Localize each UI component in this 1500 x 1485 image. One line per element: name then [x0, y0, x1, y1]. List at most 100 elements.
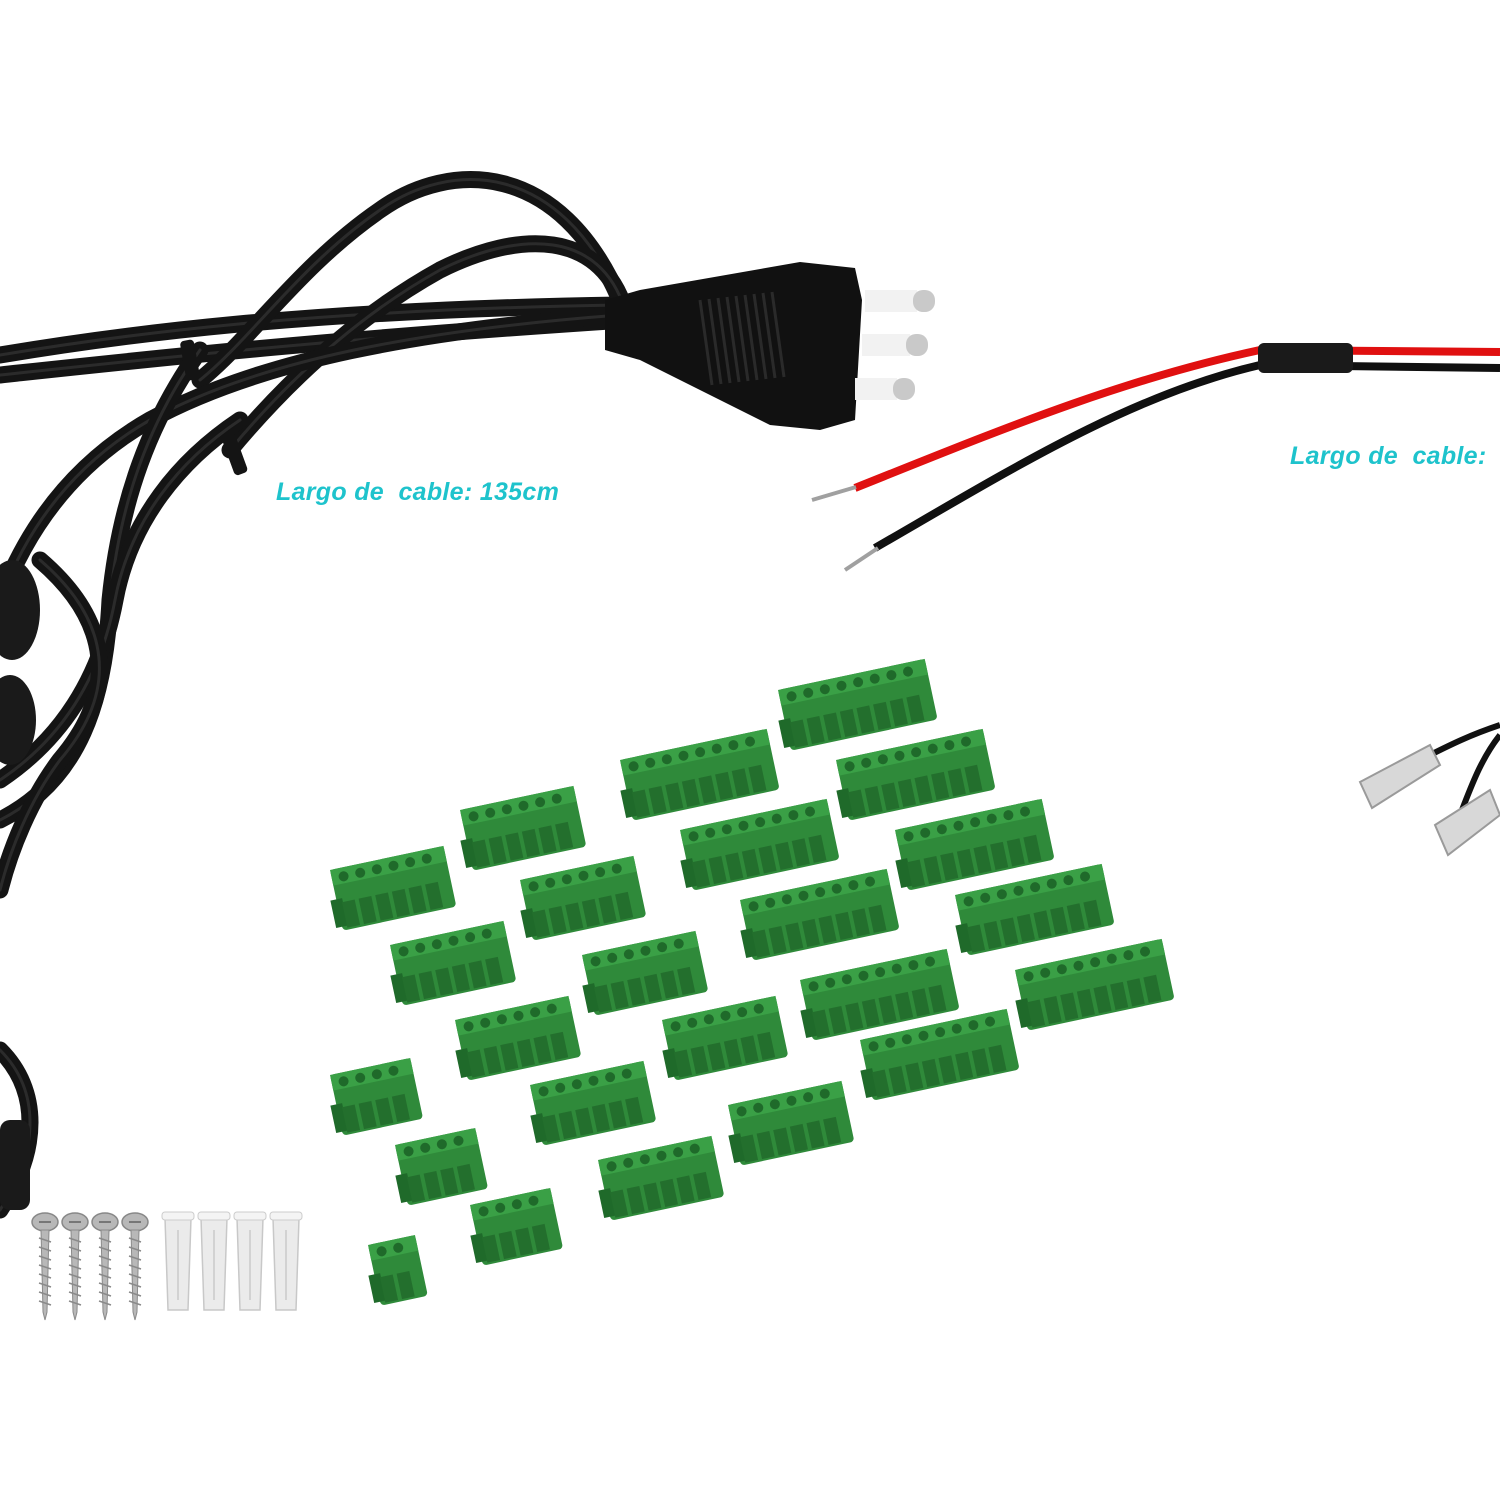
terminal-wire-entry [598, 895, 617, 924]
terminal-screw-hole [1106, 953, 1117, 964]
terminal-screw-hole [951, 1023, 962, 1034]
green-terminal-block-icon [1015, 938, 1174, 1030]
terminal-screw-hole [805, 806, 816, 817]
terminal-screw-hole [496, 1014, 507, 1025]
terminal-screw-hole [786, 691, 797, 702]
terminal-screw-hole [628, 761, 639, 772]
terminal-wire-entry [558, 1110, 577, 1140]
terminal-wire-entry [375, 892, 394, 921]
green-terminal-block-icon [460, 785, 586, 870]
terminal-wire-entry [1016, 913, 1035, 943]
cable-clip-left [0, 560, 40, 660]
terminal-wire-entry [715, 771, 734, 800]
terminal-wire-entry [500, 1042, 519, 1071]
terminal-screw-hole [453, 1135, 464, 1146]
terminal-wire-entry [973, 845, 992, 874]
terminal-wire-entry [485, 956, 504, 985]
terminal-screw-hole [535, 797, 546, 808]
terminal-screw-hole [953, 820, 964, 831]
terminal-wire-entry [341, 899, 361, 928]
wire-strip-black [843, 546, 880, 572]
terminal-wire-entry [456, 1163, 475, 1193]
plug-grip-5 [743, 294, 759, 381]
terminal-screw-hole [398, 946, 409, 957]
terminal-wire-entry [631, 789, 651, 818]
terminal-screw-hole [639, 1154, 650, 1165]
green-terminal-block-icon [860, 1008, 1019, 1100]
terminal-wire-entry [538, 825, 557, 854]
terminal-wire-entry [391, 888, 410, 918]
cable-highlight-2 [198, 178, 622, 382]
terminal-wire-entry [358, 1100, 377, 1130]
terminal-wire-entry [531, 1223, 550, 1253]
terminal-screw-hole [405, 857, 416, 868]
terminal-wire-entry [741, 848, 760, 878]
terminal-screw-hole [530, 1007, 541, 1018]
terminal-screw-hole [1056, 964, 1067, 975]
terminal-screw-hole [831, 883, 842, 894]
spade-connector-2 [1433, 788, 1500, 857]
terminal-screw-hole [1123, 950, 1134, 961]
terminal-wire-entry [775, 841, 794, 870]
terminal-screw-hole [595, 867, 606, 878]
terminal-screw-hole [819, 684, 830, 695]
terminal-wire-entry [748, 764, 767, 793]
terminal-screw-hole [611, 863, 622, 874]
terminal-wire-entry [808, 834, 827, 863]
terminal-wire-entry [698, 775, 717, 804]
terminal-screw-hole [903, 666, 914, 677]
terminal-screw-hole [815, 887, 826, 898]
plug-grip-8 [770, 291, 786, 378]
terminal-screw-hole [1080, 871, 1091, 882]
terminal-screw-hole [371, 864, 382, 875]
plug-grip-4 [734, 295, 750, 382]
terminal-screw-hole [877, 754, 888, 765]
terminal-screw-hole [961, 736, 972, 747]
terminal-wire-entry [861, 998, 880, 1028]
plug-pin-tip-1 [906, 334, 928, 356]
terminal-screw-hole [355, 1072, 366, 1083]
terminal-wire-entry [515, 1227, 534, 1256]
cable-highlight-6 [0, 418, 242, 782]
terminal-wire-entry [938, 1055, 957, 1084]
terminal-screw-hole [546, 1003, 557, 1014]
terminal-screw-hole [844, 761, 855, 772]
terminal-wire-entry [806, 1120, 825, 1149]
three-pin-plug-icon [605, 262, 935, 430]
terminal-wire-entry [677, 966, 696, 995]
green-terminal-block-icon [470, 1187, 563, 1265]
green-terminal-block-icon [836, 728, 995, 820]
terminal-wire-entry [806, 715, 825, 745]
terminal-screw-hole [1063, 875, 1074, 886]
terminal-screw-hole [803, 687, 814, 698]
terminal-wire-entry [626, 1185, 645, 1215]
terminal-wire-entry [481, 1234, 501, 1263]
terminal-wire-entry [660, 970, 679, 999]
terminal-screw-hole [836, 680, 847, 691]
terminal-wire-entry [1060, 992, 1079, 1021]
screw-thread [68, 1300, 82, 1306]
terminal-wire-entry [966, 924, 986, 953]
terminal-wire-entry [931, 771, 950, 800]
terminal-screw-hole [376, 1246, 387, 1257]
screw-thread [128, 1246, 142, 1252]
terminal-wire-entry [531, 909, 551, 938]
terminal-wire-entry [591, 1103, 610, 1133]
terminal-wire-entry [418, 970, 437, 1000]
terminal-wire-entry [856, 705, 875, 734]
terminal-screw-hole [673, 1147, 684, 1158]
green-terminal-block-icon [582, 930, 708, 1015]
terminal-wire-entry [451, 963, 470, 993]
terminal-wire-entry [757, 1031, 776, 1060]
terminal-screw-hole [645, 757, 656, 768]
terminal-screw-hole [858, 970, 869, 981]
terminal-screw-hole [1073, 960, 1084, 971]
terminal-wire-entry [533, 1035, 552, 1064]
terminal-wire-entry [665, 782, 684, 811]
terminal-wire-entry [681, 778, 700, 808]
terminal-wire-entry [725, 852, 744, 881]
terminal-wire-entry [615, 891, 634, 920]
terminal-wire-entry [1023, 834, 1042, 863]
screw-shaft-1 [70, 1229, 80, 1321]
